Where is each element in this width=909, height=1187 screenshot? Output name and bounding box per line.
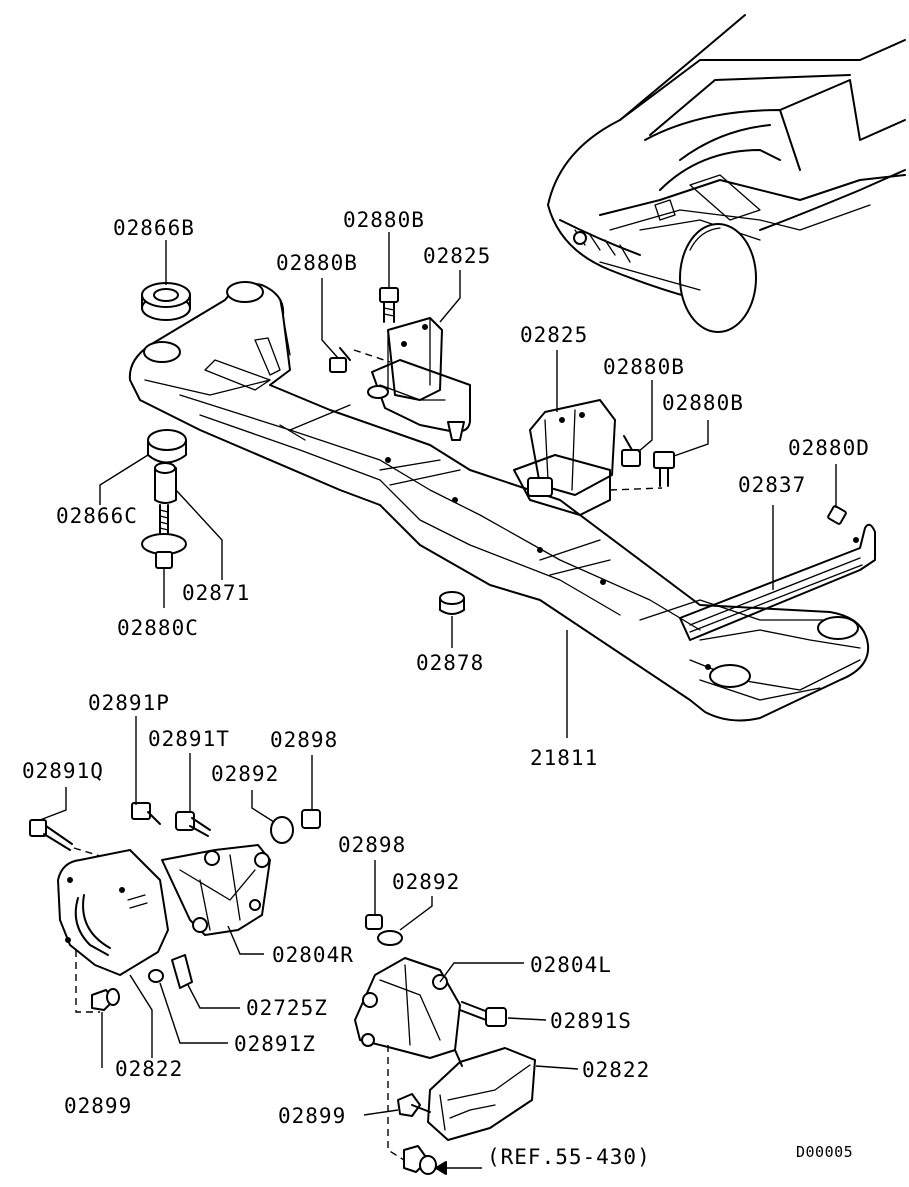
bolt-02880B-right2 — [653, 451, 675, 487]
label-02822-right: 02822 — [582, 1058, 650, 1082]
bolt-02899-left — [75, 950, 120, 1013]
label-02880B-top: 02880B — [343, 208, 425, 232]
label-02825-top: 02825 — [423, 244, 491, 268]
label-21811: 21811 — [530, 746, 598, 770]
label-02804L: 02804L — [530, 953, 612, 977]
label-02822-left: 02822 — [115, 1057, 183, 1081]
bolt-02899-right — [397, 1093, 431, 1117]
label-02878: 02878 — [416, 651, 484, 675]
label-02892-top: 02892 — [211, 762, 279, 786]
leader-lines — [39, 232, 837, 1175]
label-02891T: 02891T — [148, 727, 230, 751]
diagram-id: D00005 — [796, 1143, 853, 1161]
nut-02898-upper — [301, 809, 321, 829]
label-02892-mid: 02892 — [392, 870, 460, 894]
label-02880C: 02880C — [117, 616, 199, 640]
bracket-02825-upper — [367, 317, 471, 441]
part-labels: 02866B 02880B 02880B 02825 02825 02880B … — [22, 208, 870, 1169]
label-02871: 02871 — [182, 581, 250, 605]
label-02866C: 02866C — [56, 504, 138, 528]
label-02891P: 02891P — [88, 691, 170, 715]
label-02898-mid: 02898 — [338, 833, 406, 857]
plate-02837 — [679, 523, 876, 641]
bracket-02804R — [161, 844, 271, 936]
bolt-02891S — [459, 1001, 507, 1027]
label-02880B-right2: 02880B — [662, 391, 744, 415]
vehicle-locator-illustration — [547, 14, 906, 333]
bolt-02880B-upper — [379, 287, 399, 323]
label-02880B-left: 02880B — [276, 251, 358, 275]
label-02898-top: 02898 — [270, 728, 338, 752]
stopper-02892-mid — [377, 930, 403, 946]
nut-02891Z — [148, 969, 164, 983]
label-02866B: 02866B — [113, 216, 195, 240]
bolt-02880B-right1 — [621, 435, 641, 467]
label-02725Z: 02725Z — [246, 996, 328, 1020]
bolt-02891Q — [29, 819, 121, 863]
label-02880B-right1: 02880B — [603, 355, 685, 379]
insulator-02822-right — [427, 1047, 536, 1141]
label-02891S: 02891S — [550, 1009, 632, 1033]
nut-02878 — [439, 591, 465, 615]
clip-02725Z — [171, 954, 193, 989]
insulator-02822-left — [57, 849, 169, 976]
spacer-02871 — [154, 462, 177, 504]
bolt-02880C — [141, 504, 187, 569]
label-02804R: 02804R — [272, 943, 354, 967]
label-02899-left: 02899 — [64, 1094, 132, 1118]
label-02899-right: 02899 — [278, 1104, 346, 1128]
reference-note: (REF.55-430) — [487, 1145, 651, 1169]
bolt-ref-55-430 — [387, 1045, 437, 1175]
stopper-02892-upper — [270, 816, 294, 844]
crossmember-21811 — [128, 281, 870, 722]
label-02880D: 02880D — [788, 436, 870, 460]
bolt-02880D — [827, 505, 847, 525]
insulator-02866B — [141, 282, 191, 321]
label-02837: 02837 — [738, 473, 806, 497]
nut-02898-mid — [365, 914, 383, 930]
insulator-02866C — [147, 429, 187, 464]
bracket-02825-right — [513, 399, 663, 516]
label-02891Q: 02891Q — [22, 759, 104, 783]
label-02825-right: 02825 — [520, 323, 588, 347]
label-02891Z: 02891Z — [234, 1032, 316, 1056]
bracket-02804L — [354, 957, 461, 1059]
nut-02891P — [131, 802, 161, 825]
bolt-02891T — [175, 811, 211, 837]
